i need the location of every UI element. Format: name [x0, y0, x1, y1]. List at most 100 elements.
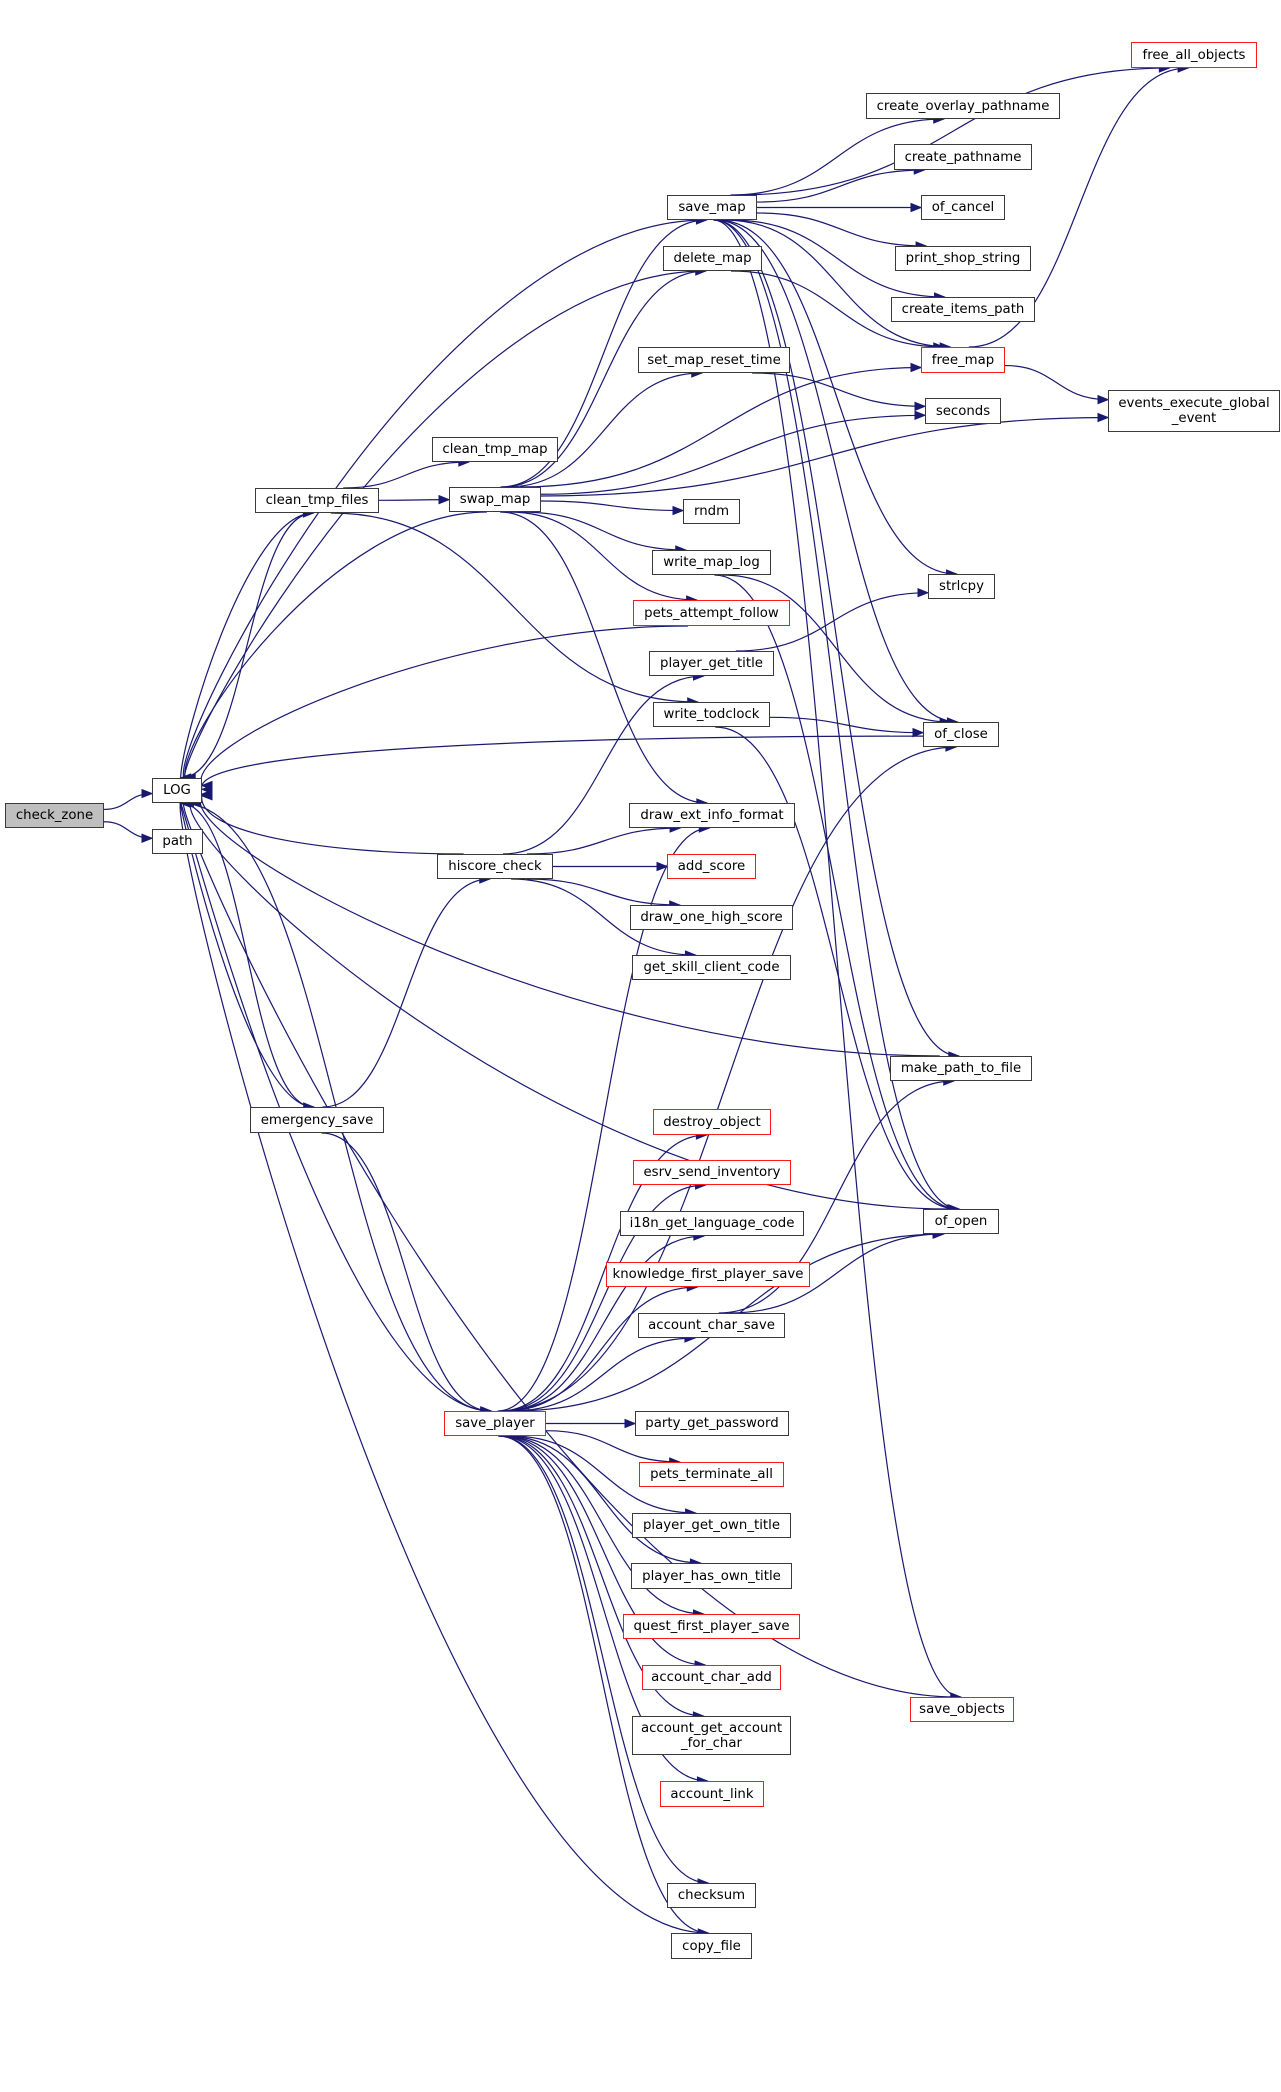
node-of-cancel[interactable]: of_cancel: [921, 195, 1005, 220]
edge-save_player-to-player_get_own_title: [510, 1435, 696, 1514]
edge-player_get_title-to-strlcpy: [735, 592, 929, 652]
node-save-map[interactable]: save_map: [667, 195, 757, 220]
edge-save_player-to-checksum: [498, 1435, 709, 1884]
node-clean-tmp-map[interactable]: clean_tmp_map: [432, 437, 558, 462]
node-label: of_open: [934, 1214, 988, 1229]
arrowhead-icon: [914, 401, 927, 412]
node-get-skill-client-code[interactable]: get_skill_client_code: [632, 955, 791, 980]
edge-write_todclock-to-of_open: [715, 726, 958, 1210]
edge-save_map-to-of_open: [713, 219, 960, 1210]
node-checksum[interactable]: checksum: [667, 1883, 756, 1908]
node-seconds[interactable]: seconds: [925, 398, 1001, 424]
node-label: account_get_account _for_char: [640, 1720, 783, 1751]
edge-save_player-to-player_has_own_title: [505, 1435, 701, 1564]
node-account-char-add[interactable]: account_char_add: [642, 1665, 781, 1690]
node-account-link[interactable]: account_link: [660, 1781, 764, 1807]
node-label: print_shop_string: [905, 251, 1021, 266]
edge-emergency_save-to-hiscore_check: [322, 878, 490, 1108]
node-pets-attempt-follow[interactable]: pets_attempt_follow: [633, 600, 790, 626]
edge-hiscore_check-to-player_get_title: [502, 675, 704, 855]
node-write-map-log[interactable]: write_map_log: [652, 550, 771, 575]
node-party-get-password[interactable]: party_get_password: [635, 1411, 789, 1436]
edge-save_player-to-account_link: [499, 1435, 708, 1782]
node-free-all-objects[interactable]: free_all_objects: [1131, 42, 1257, 68]
node-swap-map[interactable]: swap_map: [449, 487, 541, 512]
node-label: write_map_log: [663, 555, 760, 570]
node-free-map[interactable]: free_map: [921, 347, 1005, 373]
edge-save_map-to-LOG: [182, 219, 706, 779]
arrowhead-icon: [910, 362, 923, 373]
node-label: save_objects: [919, 1702, 1005, 1717]
node-label: strlcpy: [939, 579, 984, 594]
edge-swap_map-to-delete_map: [501, 270, 706, 488]
node-write-todclock[interactable]: write_todclock: [653, 702, 770, 727]
node-label: player_get_title: [660, 656, 763, 671]
node-hiscore-check[interactable]: hiscore_check: [437, 854, 553, 879]
arrowhead-icon: [910, 202, 923, 213]
edge-save_map-to-free_map: [724, 219, 951, 348]
node-esrv-send-inventory[interactable]: esrv_send_inventory: [633, 1160, 791, 1185]
arrowhead-icon: [1097, 412, 1110, 423]
edge-swap_map-to-LOG: [184, 511, 487, 779]
edge-swap_map-to-set_map_reset_time: [506, 372, 702, 488]
node-account-get-account-for-char[interactable]: account_get_account _for_char: [632, 1716, 791, 1755]
edge-hiscore_check-to-get_skill_client_code: [511, 878, 696, 956]
node-create-pathname[interactable]: create_pathname: [894, 144, 1032, 170]
node-label: save_map: [678, 200, 746, 215]
node-label: free_map: [931, 352, 995, 368]
node-path[interactable]: path: [152, 829, 203, 854]
edge-delete_map-to-LOG: [183, 270, 705, 779]
node-draw-one-high-score[interactable]: draw_one_high_score: [630, 905, 793, 930]
edge-save_player-to-esrv_send_inventory: [501, 1184, 706, 1412]
edge-free_map-to-events_execute_global_event: [1004, 364, 1109, 401]
node-of-close[interactable]: of_close: [923, 722, 999, 747]
node-i18n-get-language-code[interactable]: i18n_get_language_code: [620, 1211, 804, 1236]
edge-save_player-to-of_close: [500, 746, 956, 1412]
node-strlcpy[interactable]: strlcpy: [928, 574, 995, 599]
node-player-has-own-title[interactable]: player_has_own_title: [631, 1563, 792, 1589]
node-knowledge-first-player-save[interactable]: knowledge_first_player_save: [606, 1262, 810, 1287]
node-label: make_path_to_file: [900, 1061, 1022, 1076]
edge-pets_attempt_follow-to-LOG: [200, 625, 689, 786]
node-LOG[interactable]: LOG: [152, 778, 202, 803]
node-destroy-object[interactable]: destroy_object: [653, 1109, 771, 1135]
node-account-char-save[interactable]: account_char_save: [638, 1313, 785, 1338]
node-label: player_has_own_title: [642, 1568, 781, 1584]
node-copy-file[interactable]: copy_file: [671, 1933, 752, 1959]
node-label: esrv_send_inventory: [643, 1165, 781, 1180]
node-clean-tmp-files[interactable]: clean_tmp_files: [255, 488, 379, 513]
node-add-score[interactable]: add_score: [667, 854, 756, 879]
node-make-path-to-file[interactable]: make_path_to_file: [890, 1056, 1032, 1081]
edge-swap_map-to-write_map_log: [520, 511, 686, 551]
node-label: draw_ext_info_format: [640, 808, 784, 823]
node-draw-ext-info-format[interactable]: draw_ext_info_format: [629, 803, 795, 828]
arrowhead-icon: [141, 833, 154, 844]
node-label: delete_map: [673, 251, 752, 266]
node-label: draw_one_high_score: [640, 910, 783, 925]
node-pets-terminate-all[interactable]: pets_terminate_all: [639, 1462, 784, 1487]
node-label: rndm: [693, 504, 730, 519]
edge-free_map-to-free_all_objects: [968, 67, 1189, 348]
node-player-get-own-title[interactable]: player_get_own_title: [632, 1513, 791, 1538]
edge-clean_tmp_files-to-LOG: [180, 512, 314, 779]
node-events-execute-global-event[interactable]: events_execute_global _event: [1108, 390, 1280, 432]
node-quest-first-player-save[interactable]: quest_first_player_save: [623, 1614, 800, 1639]
edge-clean_tmp_files-to-clean_tmp_map: [343, 461, 469, 489]
node-create-items-path[interactable]: create_items_path: [891, 297, 1035, 322]
node-delete-map[interactable]: delete_map: [663, 246, 762, 271]
node-set-map-reset-time[interactable]: set_map_reset_time: [638, 347, 790, 373]
node-player-get-title[interactable]: player_get_title: [649, 651, 774, 676]
node-save-objects[interactable]: save_objects: [910, 1697, 1014, 1722]
node-create-overlay-pathname[interactable]: create_overlay_pathname: [866, 93, 1060, 119]
node-print-shop-string[interactable]: print_shop_string: [895, 246, 1031, 271]
edge-hiscore_check-to-draw_one_high_score: [526, 878, 680, 906]
edge-swap_map-to-save_map: [500, 219, 707, 488]
node-emergency-save[interactable]: emergency_save: [250, 1107, 384, 1133]
node-save-player[interactable]: save_player: [444, 1411, 546, 1436]
node-rndm[interactable]: rndm: [683, 499, 740, 524]
node-label: events_execute_global _event: [1118, 396, 1270, 426]
edge-delete_map-to-free_map: [731, 270, 944, 348]
edge-save_player-to-account_char_save: [511, 1337, 695, 1412]
edge-swap_map-to-draw_ext_info_format: [500, 511, 707, 804]
node-of-open[interactable]: of_open: [923, 1209, 999, 1234]
